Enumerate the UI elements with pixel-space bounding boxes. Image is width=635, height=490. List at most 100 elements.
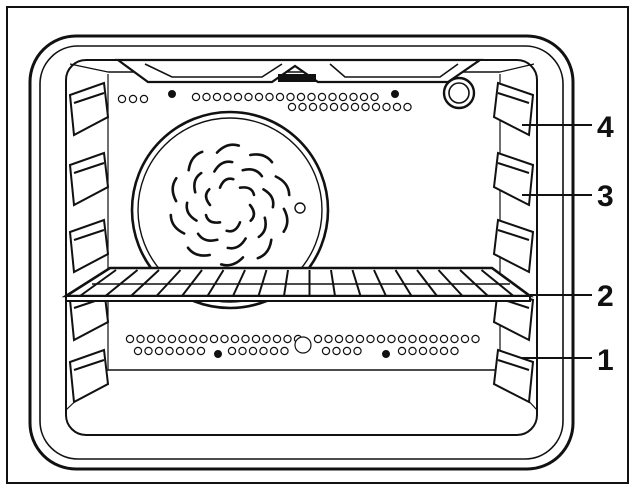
vent-hole [329, 102, 339, 112]
vent-hole [392, 102, 402, 112]
vent-hole [450, 334, 459, 344]
vent-hole [191, 92, 201, 102]
screw-icon [168, 89, 177, 98]
vent-hole [338, 92, 348, 102]
fan-blade [225, 221, 242, 233]
rack-rail [68, 348, 110, 404]
rack-wire [104, 269, 139, 297]
rack-rail [492, 348, 535, 404]
rack-rail-edge [73, 359, 105, 371]
fan-blade [213, 160, 234, 173]
fan-blade [249, 153, 274, 164]
vent-hole [241, 334, 250, 344]
vent-hole [296, 92, 306, 102]
rack-wire [437, 269, 464, 297]
vent-hole [471, 334, 480, 344]
rack-wire [181, 269, 203, 297]
vent-hole [154, 346, 164, 356]
fan-blade [238, 186, 256, 197]
fan-blade [204, 188, 212, 207]
vent-hole [349, 92, 358, 102]
rack-rail [68, 151, 110, 207]
vent-hole [439, 346, 449, 356]
vent-hole [178, 334, 187, 344]
fan-blade [169, 213, 186, 235]
rack-rail-left [68, 81, 110, 404]
vent-hole [370, 92, 379, 102]
shelf-level-4-label: 4 [597, 111, 614, 144]
vent-hole [175, 346, 185, 356]
screw-icon [214, 350, 223, 359]
rack-wire [257, 269, 268, 297]
rack-wire [373, 269, 387, 297]
vent-hole [223, 92, 232, 102]
vent-hole [307, 92, 316, 102]
leader-lines [522, 124, 592, 359]
lower-vent-holes [125, 334, 480, 359]
wire-rack [61, 266, 534, 302]
vent-hole [157, 334, 166, 344]
vent-hole [403, 102, 412, 112]
vent-hole [227, 346, 237, 356]
vent-hole [334, 334, 344, 344]
vent-hole [418, 334, 428, 344]
vent-hole [280, 346, 289, 356]
vent-hole [220, 334, 229, 344]
vent-hole [350, 102, 360, 112]
vent-hole [199, 334, 208, 344]
vent-hole [272, 334, 282, 344]
vent-hole [251, 334, 261, 344]
vent-hole [342, 346, 352, 356]
fan-blade [262, 188, 275, 209]
fan-blade [248, 203, 256, 222]
fan-blade [282, 207, 289, 233]
vent-hole [376, 334, 386, 344]
vent-hole-large [294, 336, 312, 354]
vent-hole [165, 346, 174, 356]
vent-hole [418, 346, 428, 356]
vent-hole [136, 334, 145, 344]
rack-wire [130, 269, 160, 297]
rack-wire [206, 269, 225, 297]
shelf-level-1-label: 1 [597, 344, 614, 377]
rack-rail-edge [497, 162, 530, 174]
vent-hole [429, 334, 438, 344]
vent-hole [397, 334, 407, 344]
vent-hole [269, 346, 279, 356]
rack-wire [480, 269, 515, 297]
vent-hole [332, 346, 341, 356]
vent-hole [188, 334, 198, 344]
fan-blade [193, 171, 203, 194]
vent-hole [125, 334, 135, 344]
vent-hole [429, 346, 438, 356]
vent-hole [387, 334, 396, 344]
vent-hole [265, 92, 274, 102]
fan-blade [215, 143, 241, 154]
vent-hole [186, 346, 195, 356]
vent-hole [317, 92, 327, 102]
vent-hole [254, 92, 264, 102]
vent-hole [361, 102, 370, 112]
rack-rail [68, 218, 110, 274]
rack-rail [492, 151, 535, 207]
fan-blade [256, 238, 273, 260]
rack-wire [459, 269, 489, 297]
fan-blade [226, 237, 247, 250]
rack-wire [416, 269, 438, 297]
vent-hole [321, 346, 331, 356]
vent-hole [397, 346, 407, 356]
rack-wire [79, 269, 117, 297]
vent-hole [275, 92, 285, 102]
vent-hole [196, 346, 206, 356]
rack-rail-edge [497, 229, 530, 241]
vent-hole [366, 334, 375, 344]
vent-hole [450, 346, 459, 356]
fan-blade [187, 150, 204, 172]
vent-hole [144, 346, 153, 356]
vent-hole [244, 92, 253, 102]
rack-wire [283, 269, 289, 297]
vent-hole [202, 92, 211, 102]
fan-blade [204, 213, 222, 224]
vent-hole [230, 334, 240, 344]
rack-wire [330, 269, 336, 297]
